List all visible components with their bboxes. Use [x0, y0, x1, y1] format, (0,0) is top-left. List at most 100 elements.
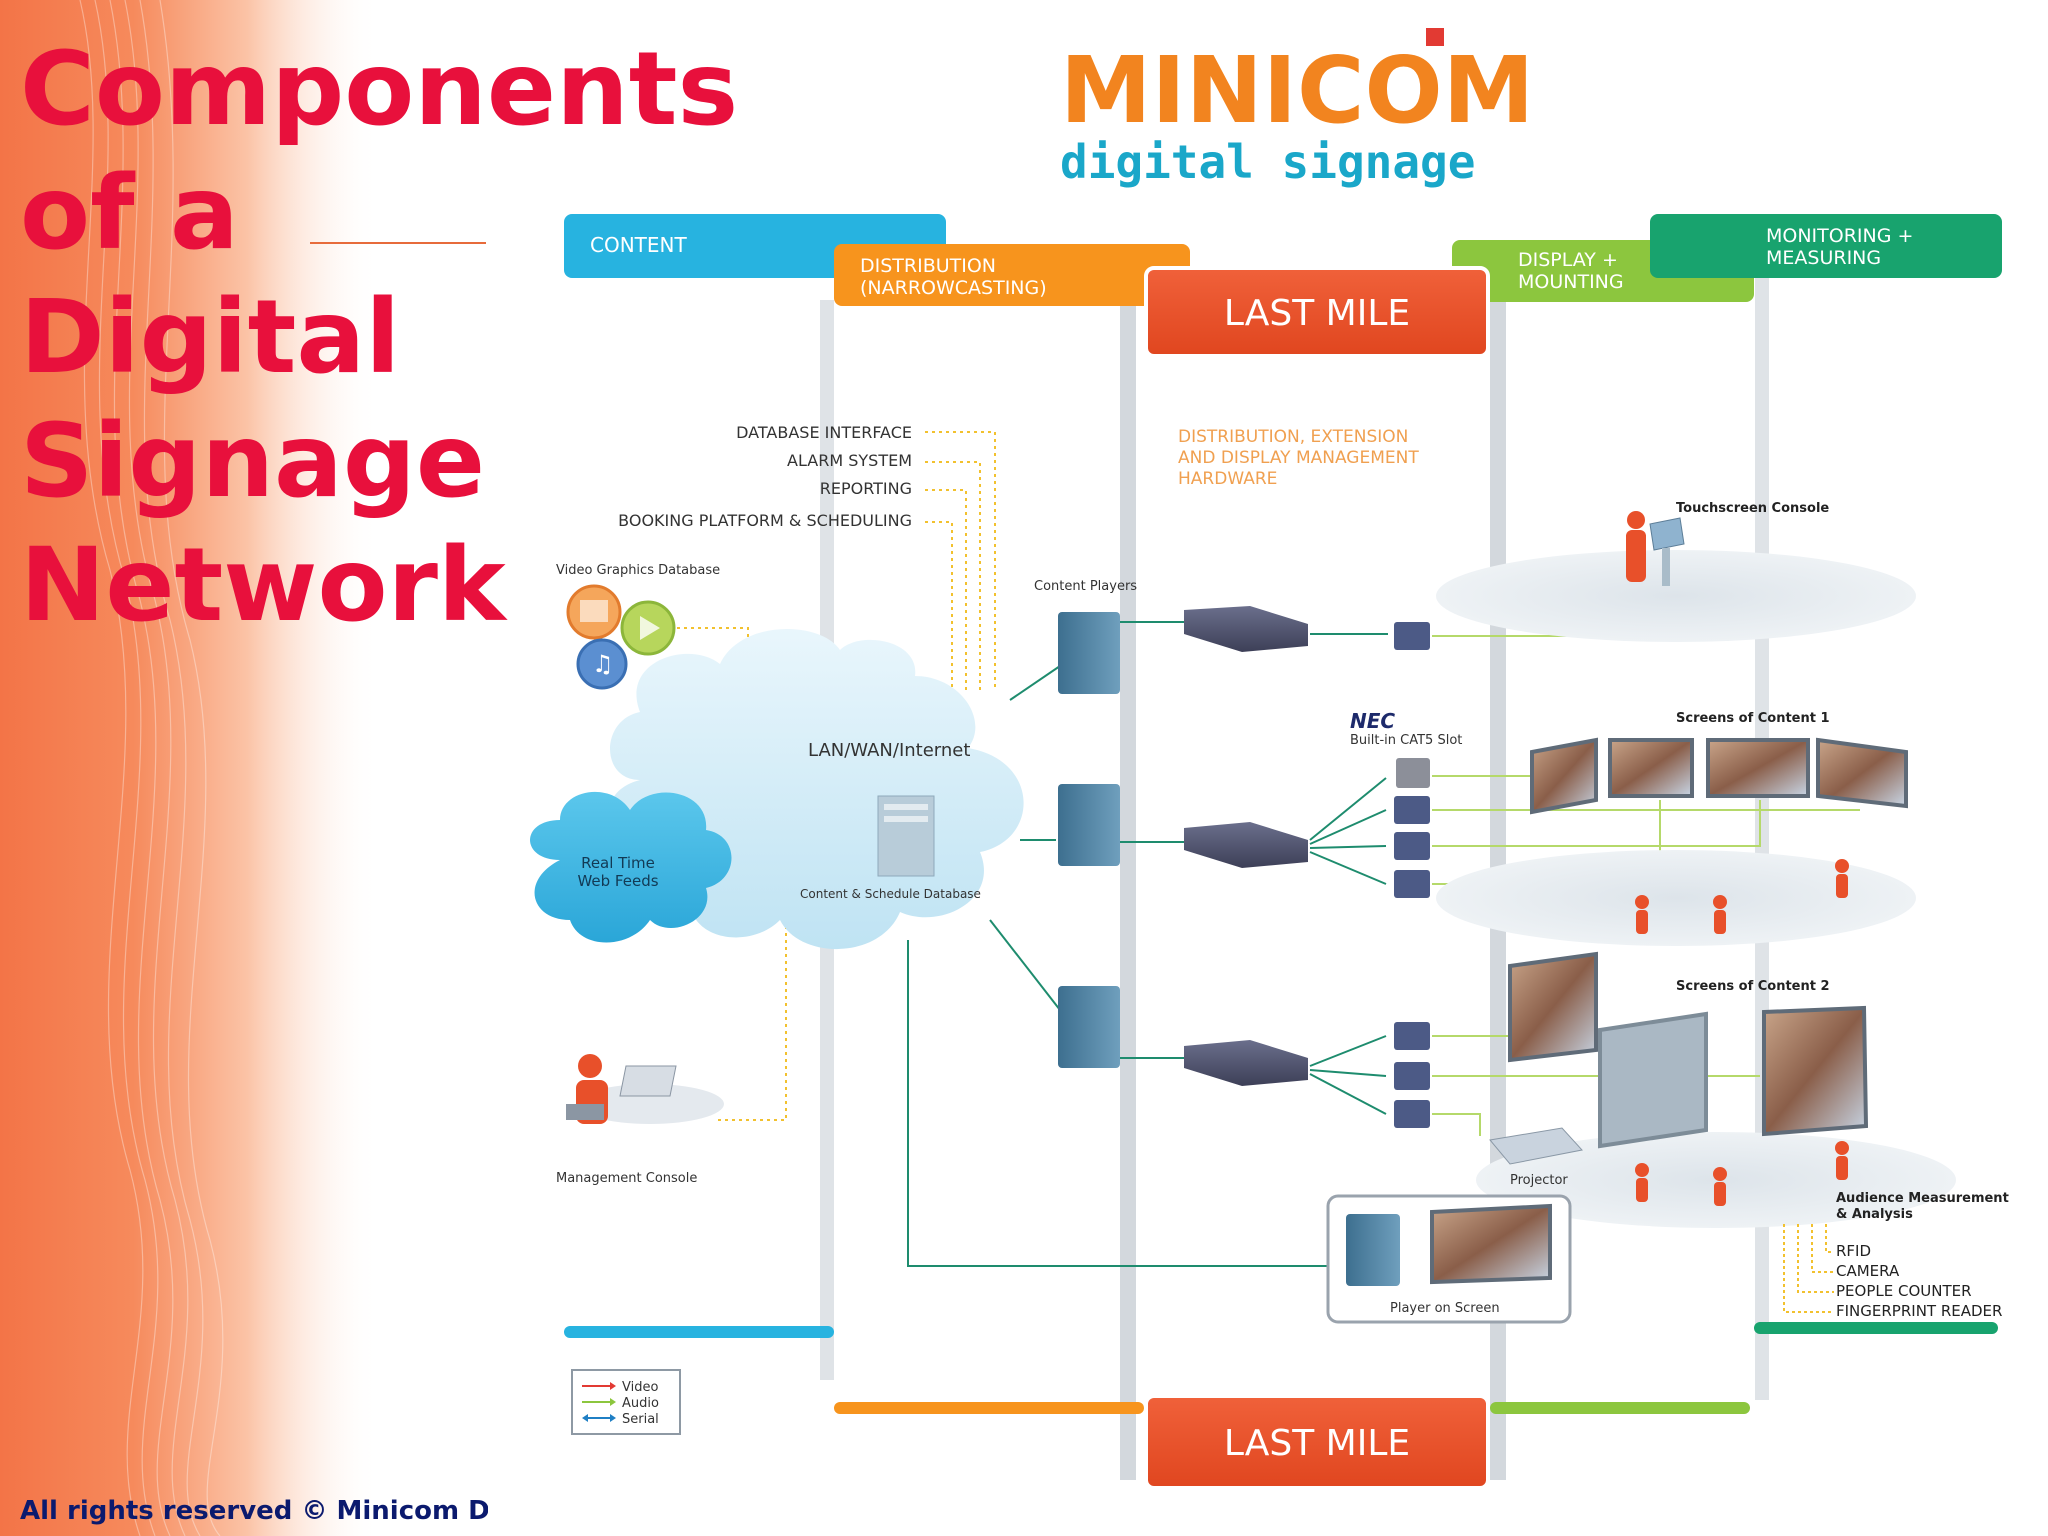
- legend-video: Video: [622, 1380, 658, 1395]
- header-display-1: DISPLAY +: [1518, 249, 1618, 271]
- last-mile-bottom-label: LAST MILE: [1224, 1423, 1410, 1464]
- minicom-logo: MINICOM digital signage: [1060, 28, 1534, 189]
- receiver-2c-icon: [1394, 1100, 1430, 1128]
- player-screen-icon: [1430, 1203, 1552, 1285]
- desk-icon: [576, 1084, 724, 1124]
- screens-of-content-1: [1530, 737, 1908, 934]
- viewer-icon: [1835, 1141, 1849, 1155]
- touchscreen-console: [1626, 511, 1685, 586]
- distribution-box-2-icon: [1184, 822, 1308, 868]
- screen1-d-icon: [1816, 737, 1908, 809]
- header-monitoring-1: MONITORING +: [1766, 225, 1913, 247]
- nec-slot-icon: [1396, 758, 1430, 788]
- legend-serial: Serial: [622, 1412, 659, 1427]
- last-mile-note-1: DISTRIBUTION, EXTENSION: [1178, 427, 1408, 447]
- header-last-mile-bottom: [1144, 1394, 1490, 1490]
- database-interface-label: DATABASE INTERFACE: [736, 423, 912, 442]
- laptop-icon: [619, 1065, 677, 1097]
- slide-title-line-4: Signage: [20, 402, 486, 521]
- slide-title-line-1: Components: [20, 30, 739, 149]
- audience-label-2: & Analysis: [1836, 1207, 1913, 1222]
- screens2-label: Screens of Content 2: [1676, 979, 1830, 994]
- logo-wordmark: MINICOM: [1060, 37, 1534, 144]
- viewer-icon: [1835, 859, 1849, 873]
- alarm-system-label: ALARM SYSTEM: [787, 451, 912, 470]
- header-monitoring-2: MEASURING: [1766, 247, 1881, 269]
- slide-title-line-2: of a: [20, 154, 239, 273]
- nec-caption: Built-in CAT5 Slot: [1350, 733, 1462, 748]
- screen2-a-icon: [1508, 951, 1598, 1063]
- receiver-touchscreen-icon: [1394, 622, 1430, 650]
- receiver-2b-icon: [1394, 1062, 1430, 1090]
- content-player-3-icon: [1058, 986, 1120, 1068]
- last-mile-note: DISTRIBUTION, EXTENSION AND DISPLAY MANA…: [1178, 427, 1419, 489]
- method-people-counter: PEOPLE COUNTER: [1836, 1282, 1972, 1300]
- slide-title-line-5: Network: [20, 526, 506, 645]
- screen1-c-icon: [1706, 738, 1810, 798]
- reporting-label: REPORTING: [820, 479, 912, 498]
- receiver-1c-icon: [1394, 870, 1430, 898]
- screens-of-content-2: [1489, 951, 1869, 1206]
- header-last-mile-top: [1144, 266, 1490, 358]
- method-fingerprint: FINGERPRINT READER: [1836, 1302, 2002, 1320]
- header-distribution-bar: [834, 244, 1190, 306]
- method-camera: CAMERA: [1836, 1262, 1900, 1280]
- audience-label-1: Audience Measurement: [1836, 1191, 2009, 1206]
- management-console-label: Management Console: [556, 1171, 697, 1186]
- distribution-box-1-icon: [1184, 606, 1308, 652]
- copyright-footer: All rights reserved © Minicom Digital Si…: [20, 1496, 488, 1526]
- management-console: Management Console: [556, 1054, 724, 1186]
- receivers: [1394, 622, 1430, 1128]
- content-items: DATABASE INTERFACE ALARM SYSTEM REPORTIN…: [618, 423, 912, 530]
- network-links: [907, 665, 1346, 1267]
- header-content: CONTENT: [590, 233, 687, 257]
- content-players-label: Content Players: [1034, 579, 1137, 594]
- booking-label: BOOKING PLATFORM & SCHEDULING: [618, 511, 912, 530]
- screens1-floor: [1436, 850, 1916, 946]
- kiosk-screen-icon: [1649, 517, 1685, 551]
- receiver-1b-icon: [1394, 832, 1430, 860]
- distribution-boxes: [1184, 606, 1308, 1086]
- legend: Video Audio Serial: [571, 1369, 681, 1435]
- realtime-feeds-cloud: Real Time Web Feeds: [530, 791, 732, 943]
- realtime-label-2: Web Feeds: [577, 872, 658, 890]
- projector-label: Projector: [1510, 1173, 1568, 1188]
- screen1-a-icon: [1530, 737, 1598, 815]
- logo-tagline: digital signage: [1060, 135, 1475, 189]
- header-distribution-2: (NARROWCASTING): [860, 277, 1047, 299]
- content-player-1-icon: [1058, 612, 1120, 694]
- screen1-b-icon: [1608, 738, 1694, 798]
- column-headers: CONTENT DISTRIBUTION (NARROWCASTING) DIS…: [564, 214, 2002, 1490]
- slide-title-line-3: Digital: [20, 278, 401, 397]
- screen2-b-icon: [1762, 1005, 1869, 1137]
- audience-measurement: Audience Measurement & Analysis RFID CAM…: [1783, 1191, 2009, 1320]
- person-head-icon: [578, 1054, 602, 1078]
- distribution-box-3-icon: [1184, 1040, 1308, 1086]
- nec-brand: NEC: [1350, 709, 1395, 733]
- header-monitoring-bar: [1650, 214, 2002, 278]
- content-player-2-icon: [1058, 784, 1120, 866]
- projector-icon: [1489, 1127, 1583, 1165]
- touchscreen-person-head-icon: [1627, 511, 1645, 529]
- content-players: [1058, 612, 1120, 1068]
- screens1-label: Screens of Content 1: [1676, 711, 1830, 726]
- last-mile-top-label: LAST MILE: [1224, 293, 1410, 334]
- touchscreen-person-body-icon: [1626, 530, 1646, 582]
- database-label: Content & Schedule Database: [800, 887, 981, 901]
- column-footer-bars: [564, 1322, 1998, 1414]
- title-divider: [310, 242, 486, 244]
- player-on-screen: Player on Screen: [1326, 1194, 1572, 1324]
- viewer-icon: [1713, 1167, 1727, 1181]
- viewer-icon: [1635, 1163, 1649, 1177]
- receiver-2a-icon: [1394, 1022, 1430, 1050]
- media-icons: ♫: [566, 584, 676, 690]
- projection-screen-icon: [1598, 1011, 1708, 1149]
- svg-text:♫: ♫: [592, 650, 614, 678]
- player-server-icon: [1346, 1214, 1400, 1286]
- viewer-icon: [1713, 895, 1727, 909]
- last-mile-note-2: AND DISPLAY MANAGEMENT: [1178, 448, 1419, 468]
- viewer-icon: [1635, 895, 1649, 909]
